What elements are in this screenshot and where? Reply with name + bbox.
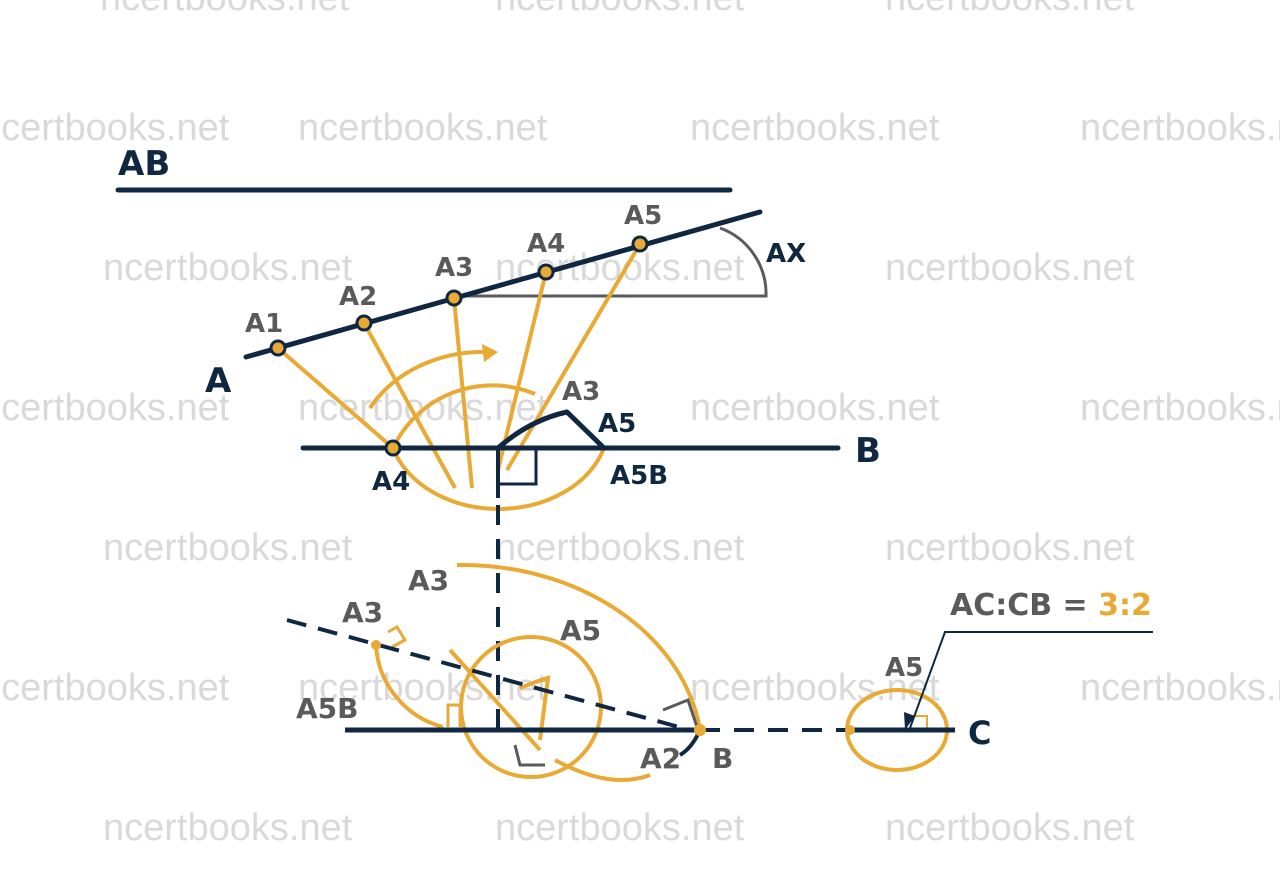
diagonal-dashed-line (286, 618, 691, 732)
bottom-construction: A3 A3 A5 A5B A2 B A5 C AC:CB = 3:2 (286, 505, 1153, 782)
svg-text:ncertbooks.net: ncertbooks.net (495, 807, 745, 849)
svg-text:ncertbooks.net: ncertbooks.net (885, 0, 1135, 19)
svg-text:ncertbooks.net: ncertbooks.net (103, 247, 353, 289)
point-label-a: A (205, 361, 232, 401)
label-a5: A5 (598, 409, 636, 439)
segment-label-ab: AB (118, 144, 170, 184)
svg-text:ncertbooks.net: ncertbooks.net (690, 667, 940, 709)
svg-text:ncertbooks.net: ncertbooks.net (298, 107, 548, 149)
label-a5b-bottom: A5B (296, 692, 359, 725)
top-construction: AB AX A A1 (115, 144, 881, 511)
label-a2: A2 (640, 742, 681, 775)
svg-text:A5: A5 (624, 201, 662, 231)
svg-text:ncertbooks.net: ncertbooks.net (885, 247, 1135, 289)
svg-text:ncertbooks.net: ncertbooks.net (495, 0, 745, 19)
point-a4 (384, 439, 402, 457)
label-a5b: A5B (610, 461, 668, 491)
label-a3-left: A3 (342, 596, 383, 629)
ratio-annotation: AC:CB = 3:2 (950, 588, 1152, 623)
svg-text:ncertbooks.net: ncertbooks.net (103, 527, 353, 569)
label-a5-right: A5 (885, 653, 923, 683)
svg-text:ncertbooks.net: ncertbooks.net (0, 107, 230, 149)
svg-text:ncertbooks.net: ncertbooks.net (298, 667, 548, 709)
svg-text:ncertbooks.net: ncertbooks.net (885, 527, 1135, 569)
svg-text:ncertbooks.net: ncertbooks.net (0, 667, 230, 709)
dark-arc-shape (496, 409, 606, 450)
svg-text:ncertbooks.net: ncertbooks.net (1080, 387, 1280, 429)
svg-text:ncertbooks.net: ncertbooks.net (103, 807, 353, 849)
svg-text:A1: A1 (245, 309, 283, 339)
svg-text:ncertbooks.net: ncertbooks.net (690, 387, 940, 429)
svg-text:ncertbooks.net: ncertbooks.net (1080, 107, 1280, 149)
division-labels: A1 A2 A3 A4 A5 (245, 201, 662, 339)
label-a4: A4 (372, 467, 410, 497)
svg-text:ncertbooks.net: ncertbooks.net (690, 107, 940, 149)
label-c: C (968, 714, 991, 752)
angle-arc (458, 226, 768, 298)
point-a3-left (371, 640, 381, 650)
label-a3: A3 (562, 377, 600, 407)
svg-text:ncertbooks.net: ncertbooks.net (1080, 667, 1280, 709)
svg-text:ncertbooks.net: ncertbooks.net (885, 807, 1135, 849)
svg-text:ncertbooks.net: ncertbooks.net (100, 0, 350, 19)
arrow-icon (482, 344, 498, 362)
ray-label-ax: AX (766, 239, 806, 269)
point-ext (845, 725, 855, 735)
ray-ax (243, 209, 763, 360)
svg-text:ncertbooks.net: ncertbooks.net (495, 527, 745, 569)
construction-lines (276, 242, 642, 511)
point-label-b: B (855, 431, 881, 471)
division-points (269, 235, 649, 357)
label-a3-upper: A3 (408, 564, 449, 597)
label-b-bottom: B (712, 742, 733, 775)
point-b (694, 724, 706, 736)
svg-text:A4: A4 (527, 229, 565, 259)
watermarks: ncertbooks.net ncertbooks.net ncertbooks… (0, 0, 1280, 849)
svg-text:ncertbooks.net: ncertbooks.net (0, 387, 230, 429)
callout-arrow-icon (904, 712, 915, 730)
svg-text:A2: A2 (339, 282, 377, 312)
callout-line (909, 631, 1153, 729)
right-angle-marks (387, 624, 928, 767)
label-a5-bottom: A5 (560, 614, 601, 647)
svg-text:A3: A3 (435, 253, 473, 283)
